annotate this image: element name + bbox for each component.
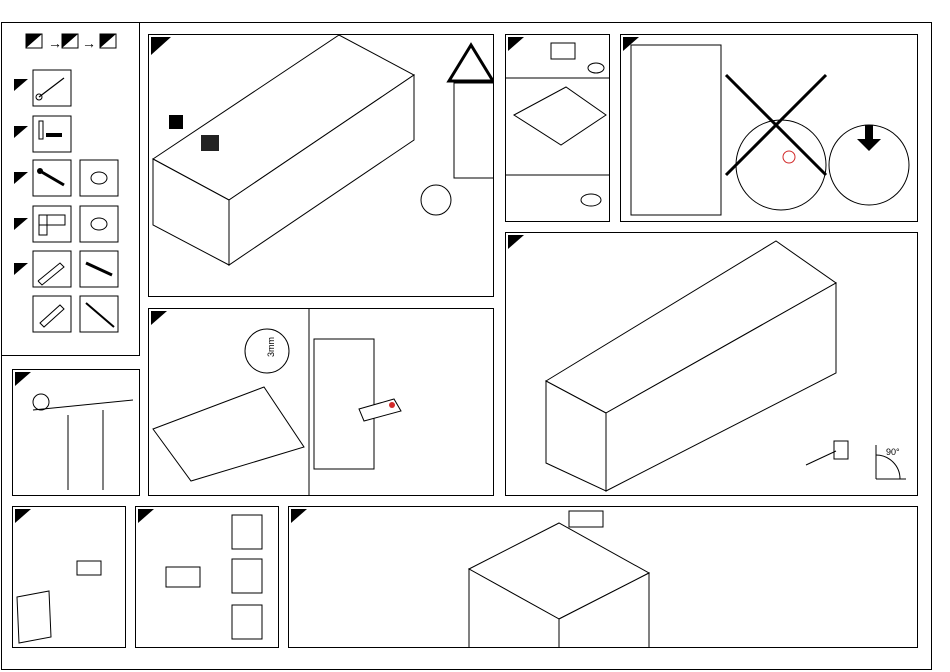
drill-icon xyxy=(569,511,603,527)
part-row-3 xyxy=(14,160,118,196)
cam-fitting-icon xyxy=(551,43,604,73)
hinge-icon xyxy=(77,561,101,575)
angle-label: 90° xyxy=(886,447,900,457)
step-door-hinge xyxy=(12,506,126,648)
step-main-assembly xyxy=(148,34,494,297)
cap-icon xyxy=(91,172,107,184)
shelf-icon xyxy=(33,400,133,490)
right-angle-icon: 90° xyxy=(876,445,906,479)
parts-list-panel: → → xyxy=(1,22,140,356)
step-depth-gauge: 3mm xyxy=(148,308,494,496)
part-row-6 xyxy=(33,296,118,332)
cap-icon xyxy=(91,218,107,230)
rotate-icon xyxy=(581,194,601,206)
down-arrow-icon xyxy=(857,125,881,151)
step-shelf-pins xyxy=(12,369,140,496)
warning-triangle-icon xyxy=(449,45,493,81)
tape-measure-icon xyxy=(806,441,848,465)
nail-icon xyxy=(36,78,64,100)
long-screw-icon xyxy=(86,303,114,327)
step-cabinet-top xyxy=(288,506,918,648)
part-row-4 xyxy=(14,206,118,242)
hinge-icon xyxy=(166,567,200,587)
screw-icon xyxy=(37,168,64,185)
sequence-arrow-2: → xyxy=(82,35,96,51)
step-door-adjust xyxy=(135,506,279,648)
step-cam-fitting xyxy=(505,34,610,222)
part-row-1 xyxy=(14,70,71,106)
angle-bracket-icon xyxy=(38,263,64,285)
wall-plug-icon xyxy=(40,305,64,327)
dowel-and-screw-icon xyxy=(39,121,62,139)
sequence-row: → → xyxy=(26,34,116,51)
cross-out-icon xyxy=(726,75,826,175)
sequence-arrow-1: → xyxy=(48,35,62,51)
step-wrong-way xyxy=(620,34,918,222)
part-row-2 xyxy=(14,116,71,152)
adjust-arrows-icon xyxy=(232,515,262,639)
screw-icon xyxy=(86,263,112,275)
rotate-cycle-icon xyxy=(421,185,451,215)
hinge-icon xyxy=(39,215,65,235)
depth-label: 3mm xyxy=(266,337,276,357)
step-top-alignment: 90° xyxy=(505,232,918,496)
part-row-5 xyxy=(14,251,118,287)
